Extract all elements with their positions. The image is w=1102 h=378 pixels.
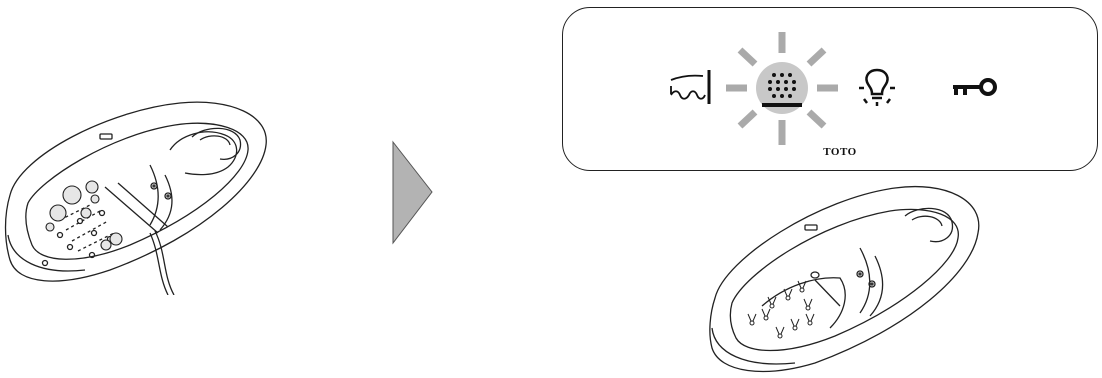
bathtub-cleaning-illustration bbox=[700, 178, 985, 376]
light-icon[interactable] bbox=[859, 68, 895, 106]
water-level-icon[interactable] bbox=[670, 70, 711, 104]
cleaning-icon[interactable] bbox=[726, 32, 838, 145]
control-panel bbox=[562, 7, 1098, 171]
next-step-arrow bbox=[390, 140, 435, 245]
bathtub-bubbles-illustration bbox=[0, 95, 275, 295]
brand-logo: TOTO bbox=[823, 146, 857, 158]
key-lock-icon[interactable] bbox=[953, 78, 997, 96]
